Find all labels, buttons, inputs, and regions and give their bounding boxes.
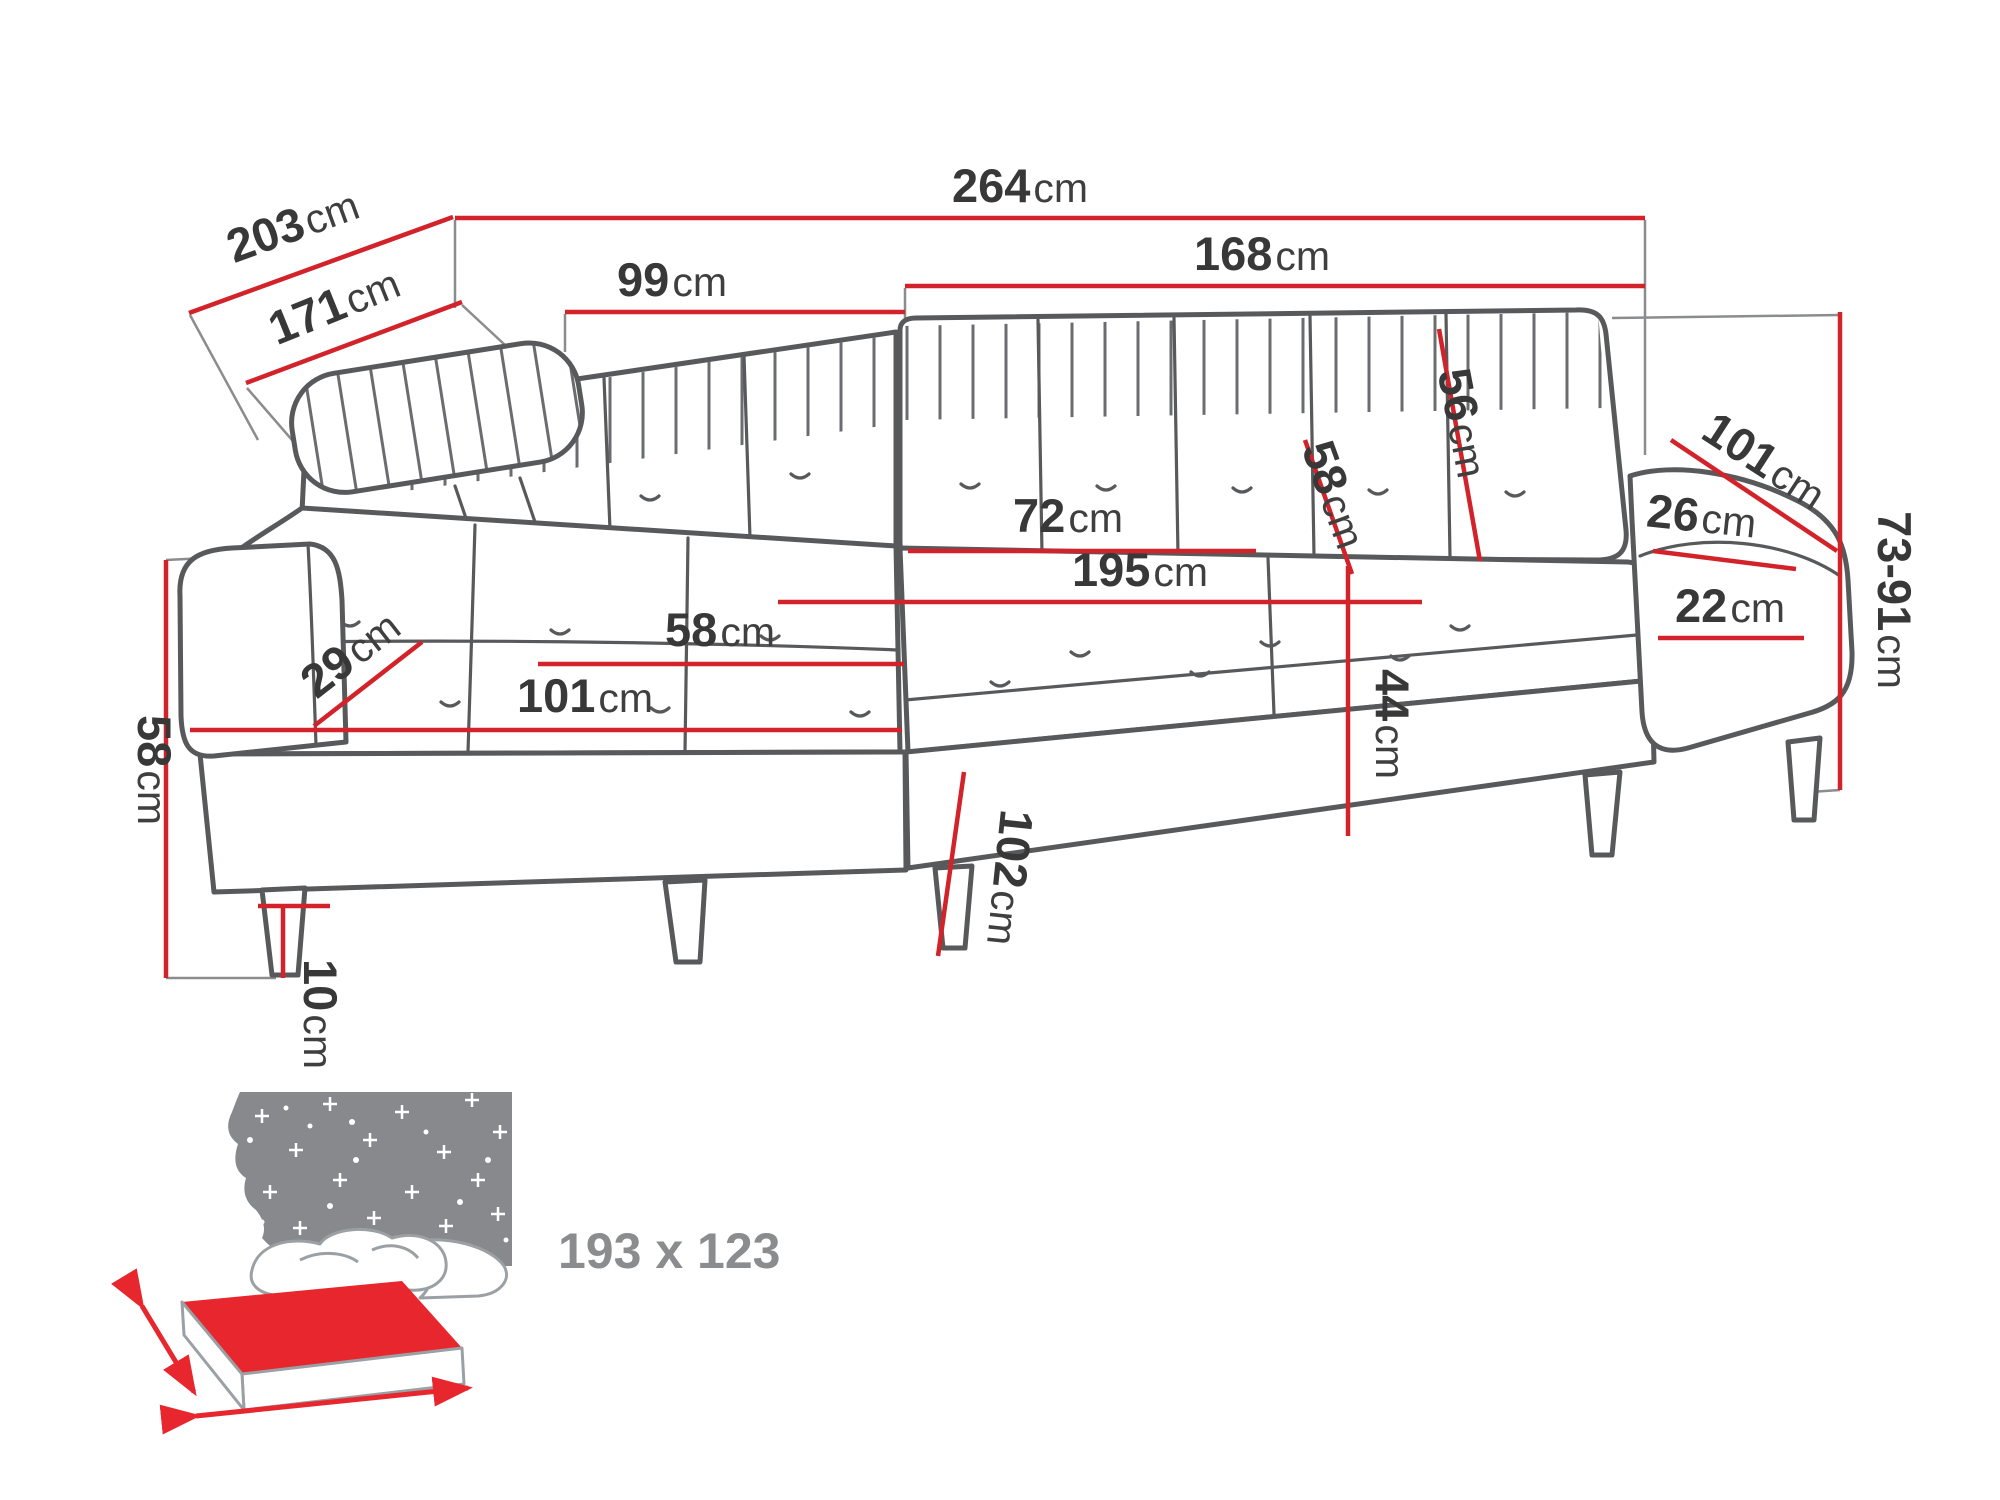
right-backrest-stitching bbox=[902, 312, 1606, 420]
dim-leg-height: 10cm bbox=[258, 903, 347, 1069]
svg-text:26cm: 26cm bbox=[1644, 483, 1759, 547]
dim-armrest-width: 22cm bbox=[1658, 579, 1804, 641]
dim-seat-width-right: 168cm bbox=[905, 227, 1645, 289]
stars bbox=[247, 1093, 509, 1243]
svg-text:195cm: 195cm bbox=[1072, 543, 1208, 596]
svg-text:171cm: 171cm bbox=[261, 255, 407, 355]
mattress-top bbox=[182, 1281, 462, 1374]
headrest-pillow bbox=[289, 340, 585, 495]
svg-text:58cm: 58cm bbox=[665, 603, 775, 656]
svg-text:101cm: 101cm bbox=[517, 669, 653, 722]
dim-seat-depth: 72cm bbox=[908, 489, 1256, 554]
mattress-dimension-arrows bbox=[111, 1268, 473, 1435]
svg-text:264cm: 264cm bbox=[952, 159, 1088, 212]
svg-text:56cm: 56cm bbox=[1428, 364, 1501, 482]
dim-sleeping-length: 195cm bbox=[778, 543, 1422, 605]
dim-chaise-length: 101cm bbox=[190, 669, 902, 733]
dim-chaise-depth: 102cm bbox=[935, 771, 1044, 957]
bed-size-label: 193 x 123 bbox=[558, 1223, 780, 1279]
sofa-base bbox=[197, 677, 1657, 895]
dim-total-width: 264cm bbox=[455, 159, 1645, 221]
dim-seat-width-left: 99cm bbox=[565, 253, 905, 315]
svg-text:72cm: 72cm bbox=[1013, 489, 1123, 542]
svg-text:102cm: 102cm bbox=[977, 807, 1044, 948]
svg-text:44cm: 44cm bbox=[1366, 669, 1419, 779]
dim-armrest-top-width: 26cm bbox=[1644, 483, 1797, 572]
dim-chaise-seat-width: 58cm bbox=[538, 603, 904, 667]
dim-backrest-height: 56cm bbox=[1428, 328, 1501, 562]
dim-height-range: 73-91cm bbox=[1837, 312, 1921, 790]
svg-text:58cm: 58cm bbox=[128, 715, 181, 825]
dim-seat-height: 44cm bbox=[1345, 566, 1419, 836]
svg-text:10cm: 10cm bbox=[294, 959, 347, 1069]
svg-text:73-91cm: 73-91cm bbox=[1868, 511, 1921, 689]
svg-text:99cm: 99cm bbox=[617, 253, 727, 306]
extension-lines bbox=[165, 220, 1841, 980]
dim-side-height: 58cm bbox=[128, 560, 181, 978]
sofa-drawing bbox=[177, 307, 1855, 978]
svg-text:168cm: 168cm bbox=[1194, 227, 1330, 280]
svg-text:22cm: 22cm bbox=[1675, 579, 1785, 632]
sofa-bed-sleeping-function-icon bbox=[111, 1092, 512, 1435]
left-armrest bbox=[177, 541, 349, 759]
right-backrest bbox=[897, 307, 1629, 563]
